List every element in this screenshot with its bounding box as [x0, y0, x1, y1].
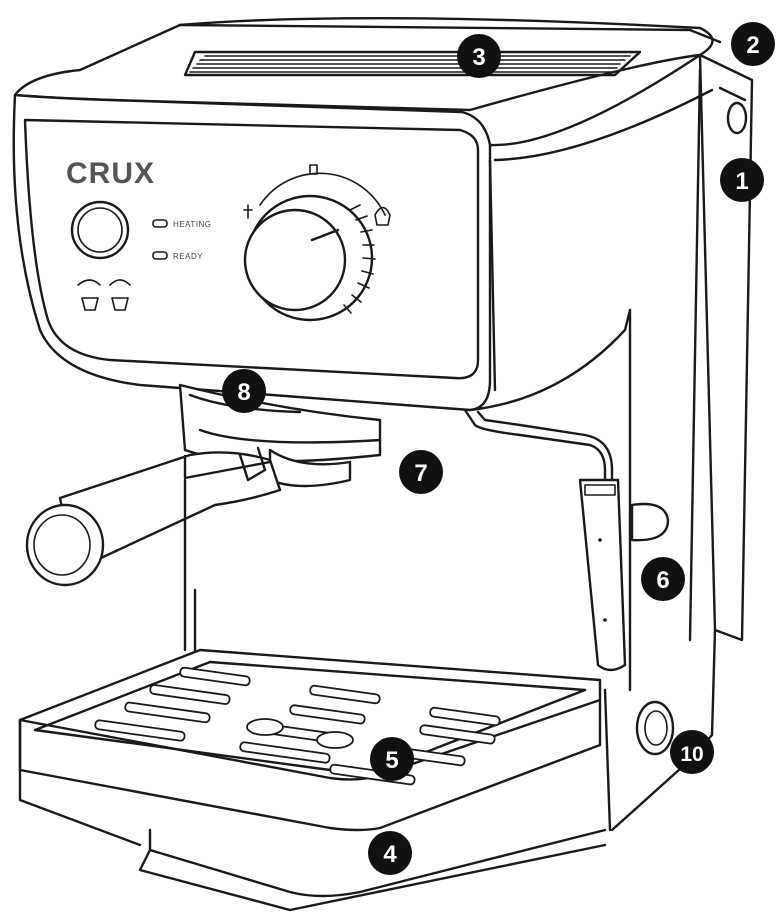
svg-text:1: 1: [735, 168, 748, 195]
callout-1: 1: [720, 158, 764, 202]
steam-wand[interactable]: [463, 408, 627, 672]
callout-10: 10: [670, 730, 714, 774]
callout-8: 8: [222, 369, 266, 413]
callout-4: 4: [368, 831, 412, 875]
callout-7: 7: [399, 450, 443, 494]
steam-knob[interactable]: [630, 502, 670, 542]
drip-tray-grille: [94, 666, 501, 786]
ready-label: READY: [173, 252, 203, 261]
svg-text:4: 4: [383, 841, 397, 868]
side-panel: [698, 53, 754, 642]
dial-marker-top: [309, 164, 318, 175]
dial-marker-left: [243, 204, 253, 219]
heating-label: HEATING: [173, 220, 211, 229]
svg-text:10: 10: [680, 743, 703, 766]
svg-text:5: 5: [385, 747, 398, 774]
body-front: [488, 53, 702, 147]
svg-text:3: 3: [472, 44, 485, 71]
portafilter-handle[interactable]: [25, 446, 282, 587]
callout-3: 3: [457, 34, 501, 78]
cup-warmer-grill: [183, 50, 642, 77]
callout-2: 2: [731, 22, 775, 66]
power-button[interactable]: [70, 200, 130, 260]
svg-text:7: 7: [414, 460, 427, 487]
heating-light: [152, 219, 168, 228]
side-dial[interactable]: [635, 700, 675, 756]
svg-text:6: 6: [656, 567, 669, 594]
steam-icon: [374, 206, 391, 226]
brand-logo: CRUX: [66, 157, 155, 190]
callout-5: 5: [370, 737, 414, 781]
selector-dial[interactable]: [243, 172, 386, 322]
ready-light: [152, 251, 168, 260]
cup-icons: [77, 279, 131, 311]
callout-6: 6: [641, 557, 685, 601]
side-knob: [726, 101, 748, 135]
svg-text:2: 2: [746, 32, 759, 59]
svg-text:8: 8: [237, 379, 250, 406]
